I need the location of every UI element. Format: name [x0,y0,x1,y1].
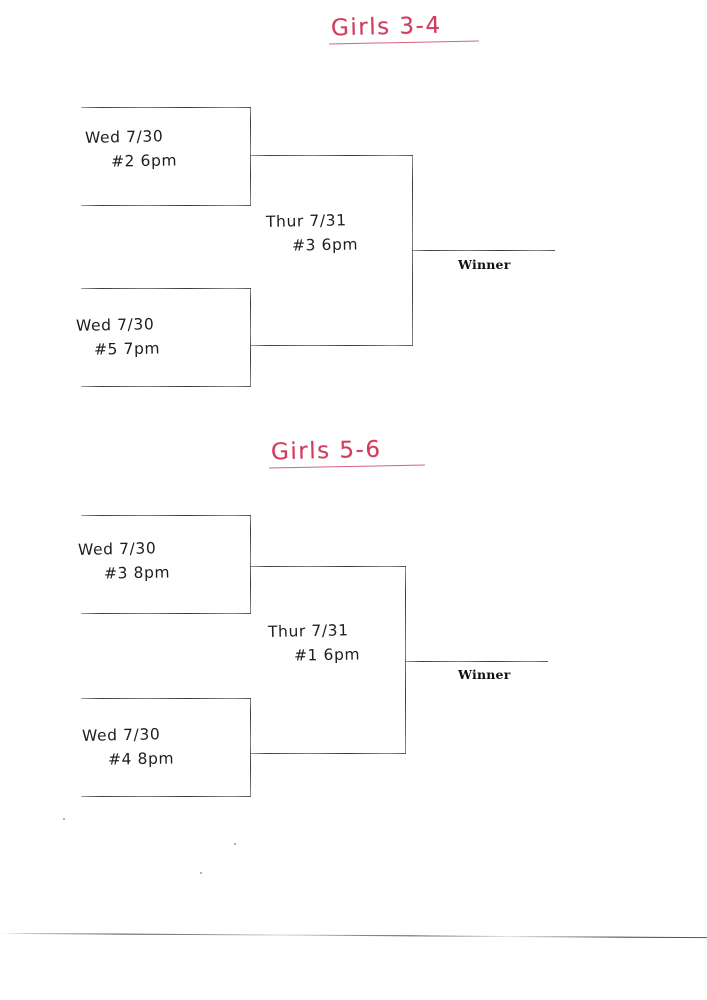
bracket1-final-bottom-line [250,345,413,346]
scan-speck [234,843,236,845]
bracket-title-underline-girls-3-4 [329,40,479,45]
bracket1-game1-line1: Wed 7/30 [84,127,164,147]
bracket2-game1-line1: Wed 7/30 [77,539,157,559]
bracket1-game2-right-line [250,288,251,386]
bracket-title-girls-3-4: Girls 3-4 [330,12,442,42]
bracket-title-underline-girls-5-6 [269,464,425,469]
scan-paper-edge [0,932,707,939]
bracket1-game2-line2: #5 7pm [93,339,161,359]
bracket2-final-line2: #1 6pm [293,645,361,665]
bracket1-final-line2: #3 6pm [291,235,359,255]
bracket1-game1-right-line [250,107,251,205]
bracket1-game1-line2: #2 6pm [110,151,178,171]
bracket2-game2-line1: Wed 7/30 [81,725,161,745]
bracket1-game2-text: Wed 7/30 #5 7pm [75,315,161,359]
bracket2-winner-line [405,661,548,662]
bracket2-game2-top-line [81,698,251,699]
bracket2-final-line1: Thur 7/31 [267,621,349,641]
bracket2-game1-bottom-line [81,613,251,614]
scan-speck [200,872,202,874]
bracket1-game2-bottom-line [81,386,251,387]
bracket2-game2-line2: #4 8pm [107,749,175,769]
bracket2-final-bottom-line [250,753,406,754]
bracket2-game1-right-line [250,515,251,613]
bracket1-final-text: Thur 7/31 #3 6pm [265,211,359,255]
bracket1-game1-text: Wed 7/30 #2 6pm [84,127,178,171]
bracket-title-girls-5-6: Girls 5-6 [270,436,382,466]
bracket2-game1-text: Wed 7/30 #3 8pm [77,539,171,583]
bracket1-game2-line1: Wed 7/30 [75,315,155,335]
bracket2-game1-top-line [81,515,251,516]
bracket1-final-top-line [250,155,413,156]
bracket2-game2-text: Wed 7/30 #4 8pm [81,725,175,769]
bracket2-game2-right-line [250,698,251,796]
bracket1-winner-line [412,250,555,251]
bracket1-game1-top-line [81,107,251,108]
bracket2-final-top-line [250,566,406,567]
bracket2-winner-label: Winner [458,667,511,682]
bracket1-winner-label: Winner [458,257,511,272]
bracket2-final-text: Thur 7/31 #1 6pm [267,621,361,665]
scan-speck [63,818,65,820]
bracket1-game2-top-line [81,288,251,289]
bracket1-game1-bottom-line [81,205,251,206]
bracket2-final-right-line [405,566,406,753]
bracket1-final-line1: Thur 7/31 [265,211,347,231]
bracket2-game1-line2: #3 8pm [103,563,171,583]
bracket2-game2-bottom-line [81,796,251,797]
